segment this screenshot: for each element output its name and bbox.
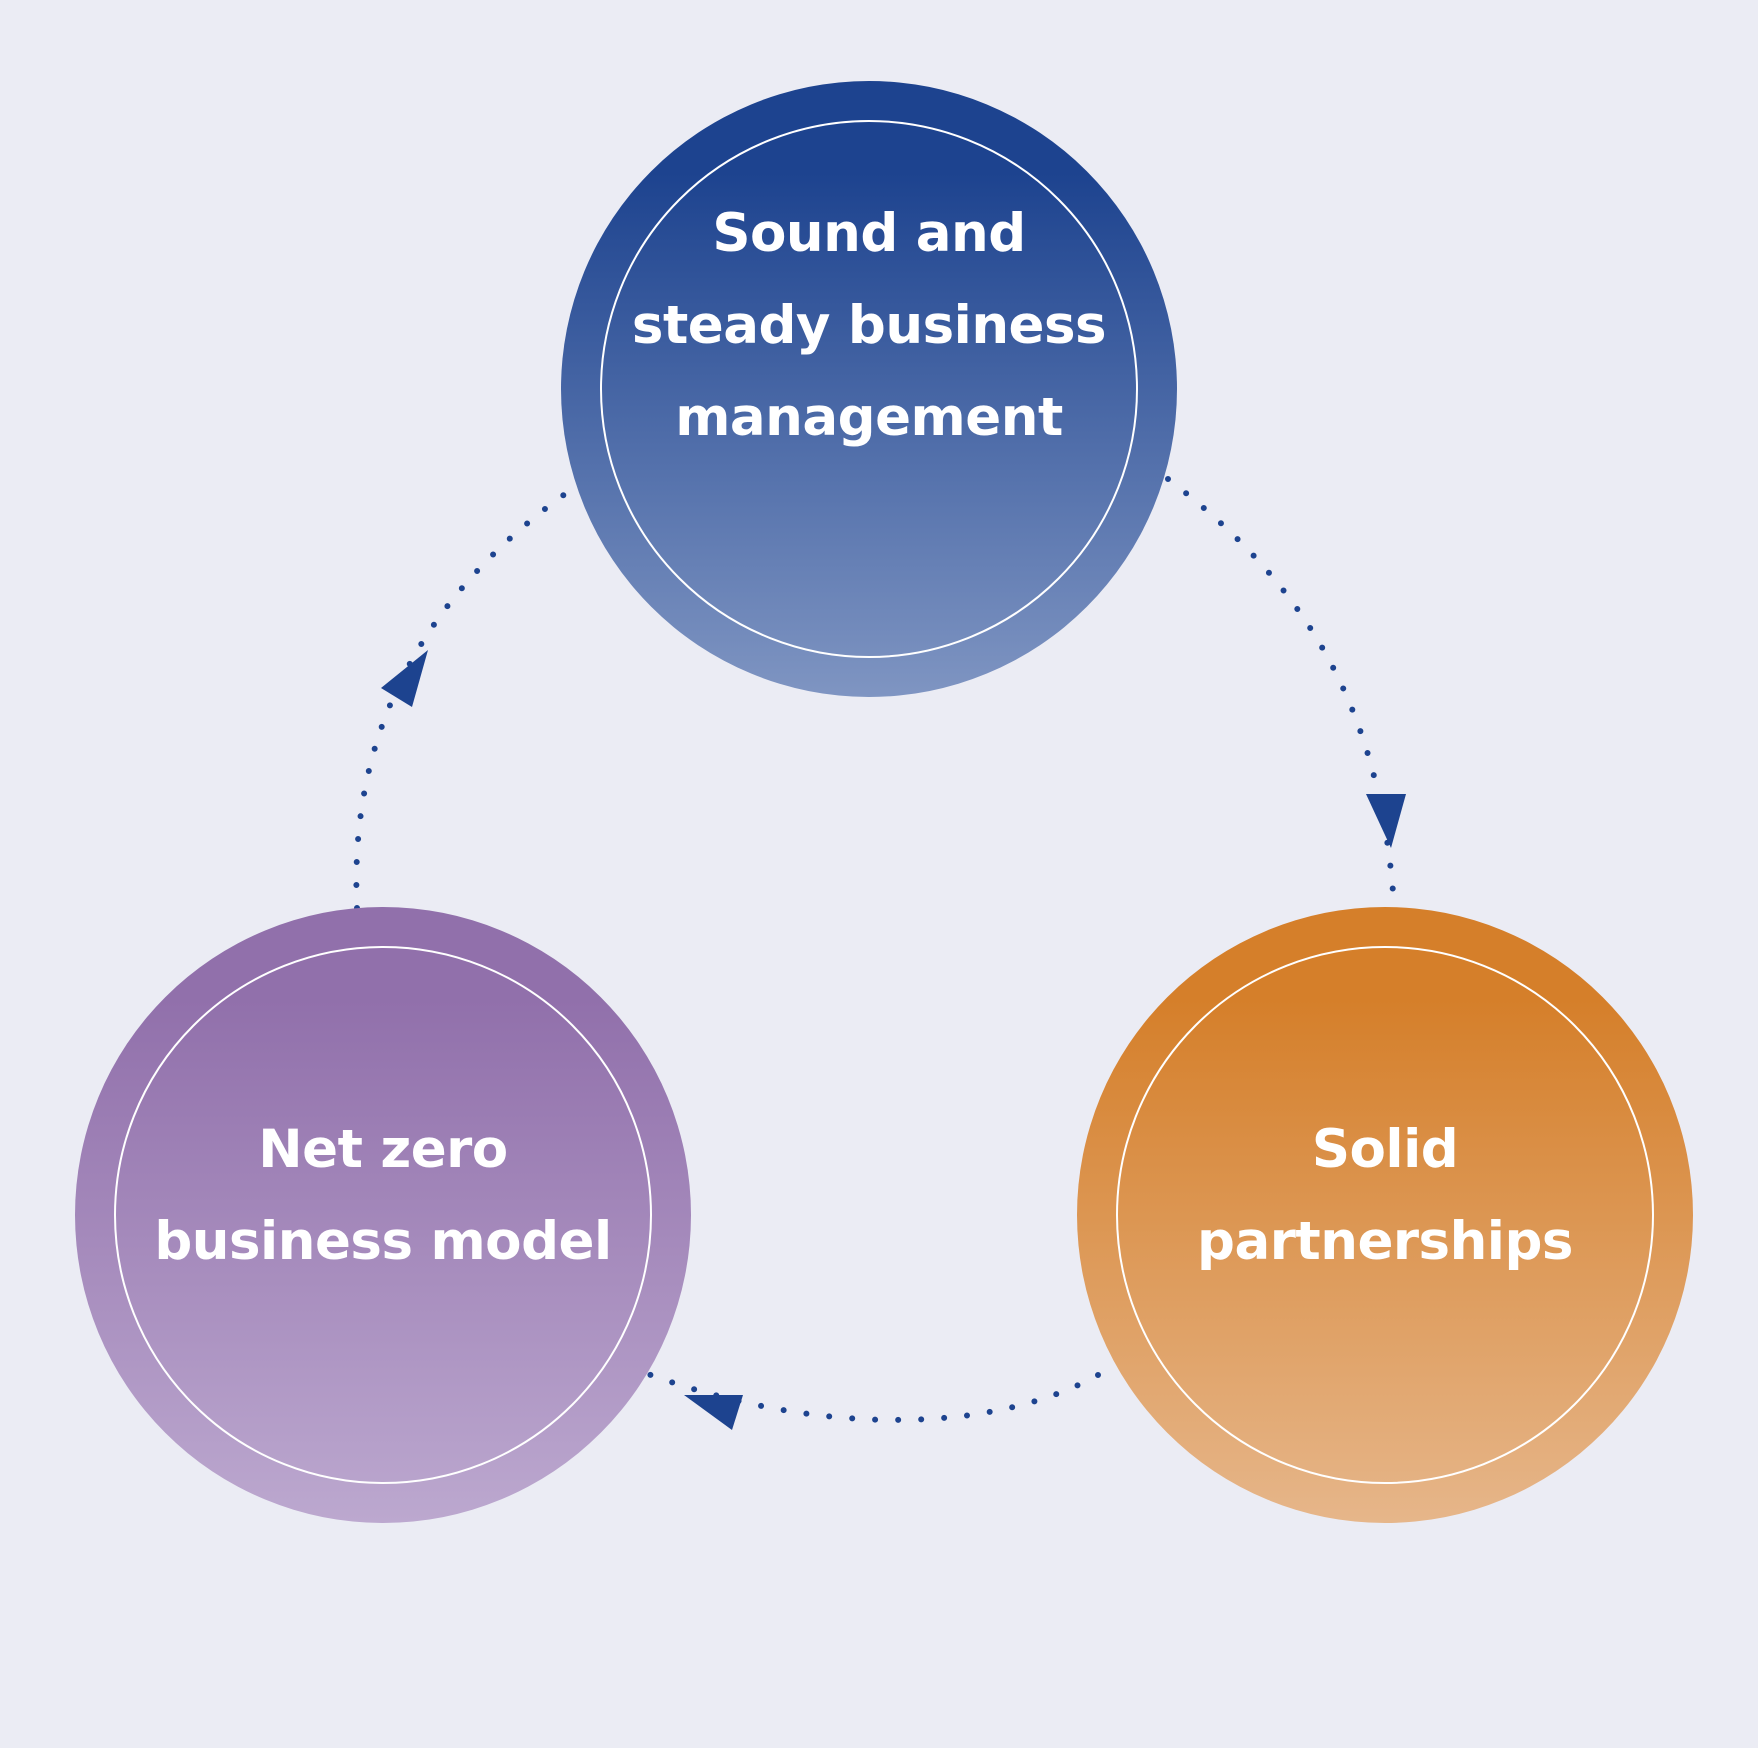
connector-left-to-top [353,486,575,911]
node-left-ring [114,946,652,1484]
node-left [75,907,691,1523]
node-top-label: Sound and steady business management [569,167,1169,485]
node-right-label: Solid partnerships [1085,1083,1685,1309]
node-top-line-3: management [675,387,1063,448]
node-left-circle [75,907,691,1523]
node-right [1077,907,1693,1523]
node-top-line-2: steady business [631,295,1107,356]
arrowhead-up-left [381,650,428,707]
node-left-line-2: business model [154,1211,612,1272]
node-right-line-2: partnerships [1197,1211,1573,1272]
node-right-line-1: Solid [1311,1119,1459,1180]
node-left-label: Net zero business model [83,1083,683,1309]
node-top-line-1: Sound and [712,203,1026,264]
node-right-circle [1077,907,1693,1523]
arrowhead-left [684,1395,743,1430]
connector-top-to-right [1165,476,1397,908]
connector-right-to-left [645,1371,1101,1423]
arrowhead-down-right [1366,794,1406,848]
node-top-circle [561,81,1177,697]
node-right-ring [1116,946,1654,1484]
node-top-ring [600,120,1138,658]
node-left-line-1: Net zero [258,1119,508,1180]
node-top [561,81,1177,697]
